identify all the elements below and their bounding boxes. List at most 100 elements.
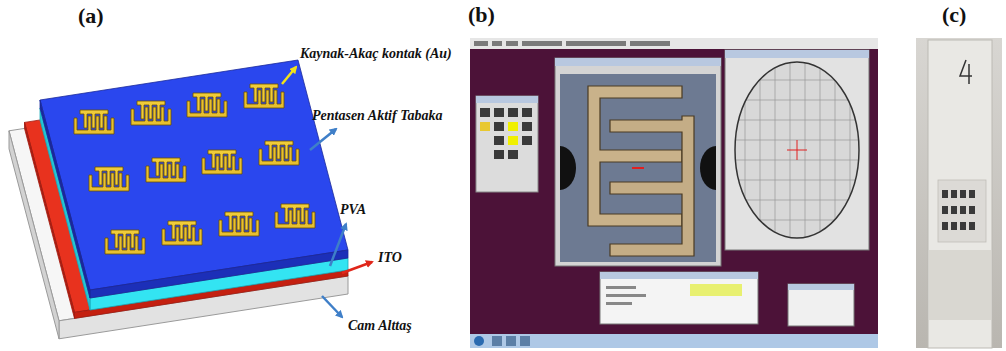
- gold-contacts: [219, 212, 259, 236]
- software-screenshot: [474, 336, 484, 346]
- software-screenshot: [835, 60, 836, 240]
- leader-arrows: [322, 296, 342, 317]
- software-screenshot: [506, 336, 516, 346]
- software-screenshot: [470, 38, 878, 49]
- software-screenshot: [735, 62, 859, 238]
- layer-label: Kaynak-Akaç kontak (Au): [300, 46, 452, 63]
- software-screenshot: [522, 122, 532, 131]
- layer-label: Pentasen Aktif Tabaka: [312, 108, 442, 125]
- software-screenshot: [730, 60, 865, 240]
- software-screenshot: [606, 294, 646, 297]
- pentacene-layer: [40, 60, 348, 298]
- software-screenshot: [560, 74, 716, 262]
- gold-contacts: [275, 204, 315, 228]
- software-screenshot: [555, 58, 721, 66]
- software-screenshot: [492, 41, 502, 46]
- pentacene-layer: [90, 250, 348, 298]
- device-photo: [960, 60, 972, 84]
- software-screenshot: [730, 120, 865, 121]
- software-screenshot: [787, 150, 807, 151]
- software-screenshot: [700, 146, 716, 190]
- leader-arrows: [282, 67, 296, 84]
- device-photo: [960, 222, 966, 230]
- gold-contacts: [131, 101, 171, 125]
- software-screenshot: [566, 41, 626, 46]
- leader-arrows: [282, 67, 372, 317]
- software-screenshot: [492, 336, 530, 346]
- software-screenshot: [470, 334, 878, 348]
- software-screenshot: [476, 96, 538, 103]
- gold-contacts: [146, 158, 186, 182]
- layer-label: PVA: [340, 202, 366, 219]
- software-screenshot: [788, 284, 854, 290]
- device-photo: [916, 38, 1002, 348]
- gold-contacts: [74, 110, 114, 134]
- gold-contacts: [244, 84, 284, 108]
- gold-contacts: [74, 84, 315, 254]
- software-screenshot: [480, 108, 532, 159]
- software-screenshot: [690, 284, 742, 296]
- device-photo: [928, 40, 992, 348]
- gold-contacts: [187, 93, 227, 117]
- gold-contacts: [259, 141, 299, 165]
- software-screenshot: [560, 74, 716, 262]
- software-screenshot: [725, 50, 869, 58]
- software-screenshot: [600, 272, 758, 324]
- software-screenshot: [474, 41, 670, 46]
- software-screenshot: [850, 60, 851, 240]
- layer-label: ITO: [378, 250, 402, 267]
- software-screenshot: [494, 122, 504, 131]
- software-screenshot: [730, 80, 865, 81]
- device-photo: [916, 38, 1002, 348]
- software-screenshot: [480, 108, 490, 117]
- software-screenshot: [788, 284, 854, 326]
- software-screenshot: [820, 60, 821, 240]
- layer-label: Cam Alttaş: [348, 318, 412, 335]
- device-photo: [960, 190, 966, 198]
- software-screenshot: [600, 272, 758, 279]
- device-photo: [942, 222, 948, 230]
- device-photo: [942, 190, 975, 230]
- software-screenshot: [522, 41, 562, 46]
- software-screenshot: [735, 62, 859, 238]
- software-screenshot: [555, 58, 721, 266]
- software-screenshot: [476, 96, 538, 192]
- software-screenshot: [560, 146, 576, 190]
- software-screenshot: [520, 336, 530, 346]
- software-screenshot: [522, 136, 532, 145]
- gold-contacts: [202, 150, 242, 174]
- gold-contacts: [105, 230, 145, 254]
- software-screenshot: [506, 41, 518, 46]
- software-screenshot: [560, 74, 716, 262]
- panel-letter: (b): [468, 2, 495, 28]
- software-screenshot: [725, 50, 869, 250]
- software-screenshot: [630, 41, 670, 46]
- software-screenshot: [606, 302, 632, 305]
- gold-contacts: [162, 221, 202, 245]
- leader-arrows: [342, 262, 372, 273]
- software-screenshot: [470, 38, 878, 348]
- software-screenshot: [606, 286, 636, 289]
- leader-arrows: [330, 224, 346, 266]
- leader-arrows: [310, 129, 336, 150]
- software-screenshot: [588, 86, 682, 226]
- device-photo: [929, 250, 991, 320]
- software-screenshot: [508, 122, 518, 131]
- software-screenshot: [760, 60, 761, 240]
- software-screenshot: [522, 108, 532, 117]
- gold-contacts: [89, 167, 129, 191]
- software-screenshot: [480, 122, 490, 131]
- software-screenshot: [494, 150, 504, 159]
- software-screenshot: [474, 41, 488, 46]
- software-screenshot: [470, 38, 878, 348]
- device-photo: [969, 222, 975, 230]
- device-photo: [951, 206, 957, 214]
- device-photo: [951, 190, 957, 198]
- software-screenshot: [730, 220, 865, 221]
- software-screenshot: [730, 200, 865, 201]
- device-photo: [938, 180, 986, 242]
- software-screenshot: [610, 116, 694, 256]
- device-photo: [969, 190, 975, 198]
